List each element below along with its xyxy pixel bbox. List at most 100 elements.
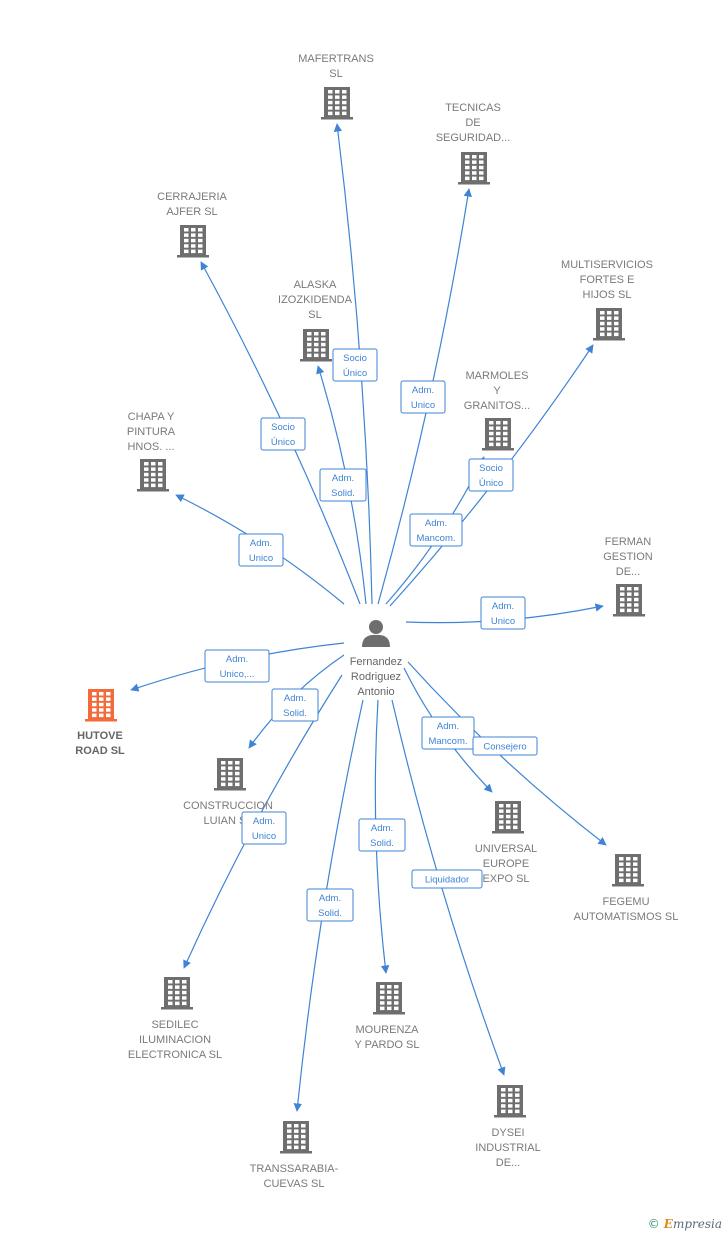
company-label-line: GRANITOS...: [464, 400, 530, 412]
role-text: Adm.: [492, 601, 514, 612]
role-badge-ferman[interactable]: Adm. Unico: [480, 596, 526, 630]
company-label-line: DYSEI: [491, 1127, 524, 1139]
company-label-line: INDUSTRIAL: [475, 1142, 540, 1154]
company-label-multiservicios[interactable]: MULTISERVICIOS FORTES E HIJOS SL: [561, 259, 653, 301]
company-label-line: SEGURIDAD...: [436, 132, 511, 144]
person-icon[interactable]: [362, 620, 390, 647]
building-icon-tecnicas[interactable]: [458, 152, 490, 185]
building-icon-alaska[interactable]: [300, 329, 332, 362]
role-text: Adm.: [226, 654, 248, 665]
role-badge-marmoles[interactable]: Adm.Mancom.: [409, 513, 463, 547]
building-icon-universal[interactable]: [492, 801, 524, 834]
company-label-line: MULTISERVICIOS: [561, 259, 653, 271]
company-label-line: Y: [493, 385, 501, 397]
company-label-line: SL: [308, 309, 321, 321]
role-text: Único: [479, 478, 503, 489]
building-icon-mafertrans[interactable]: [321, 87, 353, 120]
role-badge-alaska[interactable]: Adm.Solid.: [319, 468, 367, 502]
building-icon-marmoles[interactable]: [482, 418, 514, 451]
role-badge-fegemu[interactable]: Consejero: [472, 736, 538, 756]
role-badge-dysei[interactable]: Liquidador: [411, 869, 483, 889]
role-text: Liquidador: [425, 875, 469, 886]
company-label-line: ALASKA: [294, 279, 337, 291]
building-icon-transsarabia[interactable]: [280, 1121, 312, 1154]
building-icon-chapa[interactable]: [137, 459, 169, 492]
role-text: Adm.: [250, 538, 272, 549]
role-badge-hutove[interactable]: Adm.Unico,...: [204, 649, 270, 683]
relation-edge-fegemu: [407, 661, 607, 846]
role-badge-universal[interactable]: Adm.Mancom.: [421, 716, 475, 750]
role-text: Solid.: [283, 708, 307, 719]
role-text: Único: [343, 368, 367, 379]
company-label-line: PINTURA: [127, 426, 176, 438]
company-label-line: AJFER SL: [166, 206, 217, 218]
role-badge-sedilec[interactable]: Adm. Unico: [241, 811, 287, 845]
company-label-line: Y PARDO SL: [354, 1039, 419, 1051]
relation-edge-dysei: [391, 699, 506, 1076]
role-badge-tecnicas[interactable]: Adm.Unico: [400, 380, 446, 414]
building-icon-mourenza[interactable]: [373, 982, 405, 1015]
company-label-marmoles[interactable]: MARMOLES Y GRANITOS...: [464, 370, 530, 412]
company-label-line: HIJOS SL: [583, 289, 632, 301]
company-label-line: TRANSSARABIA-: [250, 1163, 339, 1175]
building-icon-multiservicios[interactable]: [593, 308, 625, 341]
role-text: Adm.: [284, 693, 306, 704]
role-badge-mourenza[interactable]: Adm.Solid.: [358, 818, 406, 852]
company-label-transsarabia[interactable]: TRANSSARABIA- CUEVAS SL: [250, 1163, 339, 1190]
company-label-line: FERMAN: [605, 536, 652, 548]
company-label-line: LUIAN SL: [204, 815, 253, 827]
role-text: Unico: [491, 616, 515, 627]
role-text: Unico: [252, 831, 276, 842]
building-icon-hutove[interactable]: [85, 689, 117, 722]
company-label-line: CUEVAS SL: [264, 1178, 325, 1190]
building-icon-dysei[interactable]: [494, 1085, 526, 1118]
copyright-icon: ©: [647, 1217, 660, 1231]
role-badge-chapa[interactable]: Adm.Unico: [238, 533, 284, 567]
building-icon-construccion[interactable]: [214, 758, 246, 791]
building-icon-fegemu[interactable]: [612, 854, 644, 887]
person-name-line: Fernandez: [350, 656, 403, 668]
role-text: Adm.: [371, 823, 393, 834]
role-badge-construccion[interactable]: Adm. Solid.: [271, 688, 319, 722]
role-text: Adm.: [412, 385, 434, 396]
company-label-line: CHAPA Y: [128, 411, 175, 423]
role-text: Solid.: [318, 908, 342, 919]
role-text: Adm.: [332, 473, 354, 484]
company-label-universal[interactable]: UNIVERSAL EUROPE EXPO SL: [475, 843, 537, 885]
role-text: Socio: [271, 422, 295, 433]
company-label-line: DE...: [616, 566, 640, 578]
brand-footer: ©Empresia: [648, 1217, 722, 1231]
company-label-line: EXPO SL: [482, 873, 529, 885]
brand-logo-text: mpresia: [672, 1217, 722, 1231]
company-label-line: MARMOLES: [466, 370, 529, 382]
company-label-line: FORTES E: [580, 274, 635, 286]
role-text: Adm.: [319, 893, 341, 904]
company-label-line: MAFERTRANS: [298, 53, 374, 65]
role-text: Adm.: [253, 816, 275, 827]
building-icon-cerrajeria[interactable]: [177, 225, 209, 258]
role-text: Adm.: [425, 518, 447, 529]
building-icon-ferman[interactable]: [613, 584, 645, 617]
building-icon-sedilec[interactable]: [161, 977, 193, 1010]
role-badge-transsarabia[interactable]: Adm. Solid.: [306, 888, 354, 922]
role-text: Socio: [479, 463, 503, 474]
company-label-line: UNIVERSAL: [475, 843, 537, 855]
company-label-line: EUROPE: [483, 858, 529, 870]
